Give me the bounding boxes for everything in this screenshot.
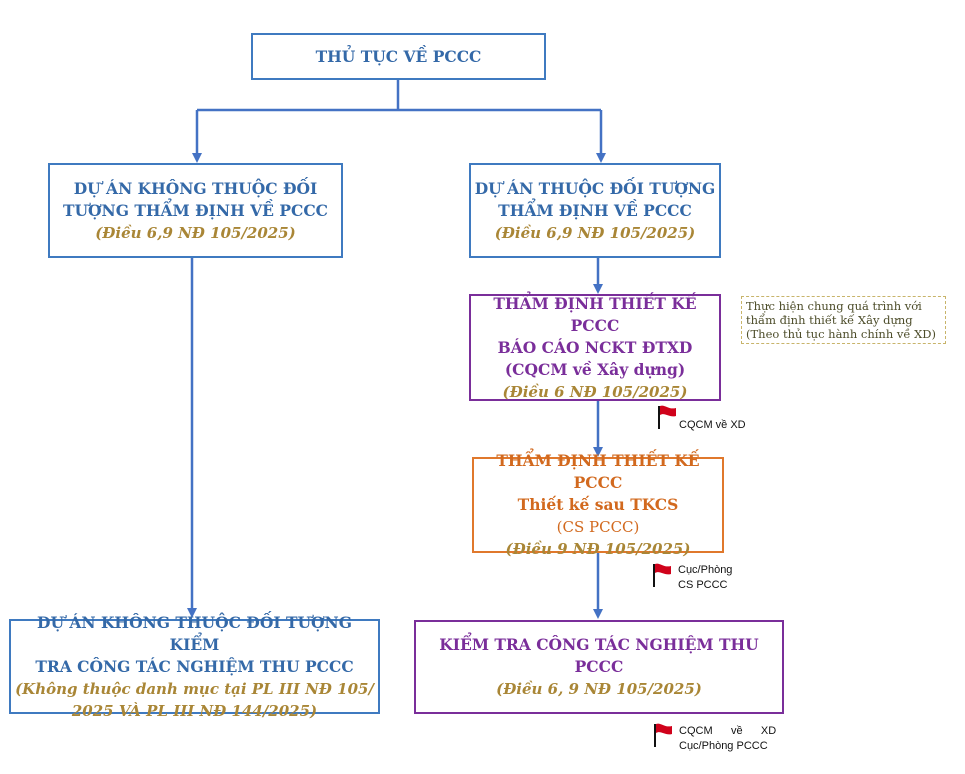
left-acceptance-line2: TRA CÔNG TÁC NGHIỆM THU PCCC bbox=[35, 656, 354, 676]
tag1-line1: CQCM về XD bbox=[679, 419, 746, 431]
acceptance-check-box: KIỂM TRA CÔNG TÁC NGHIỆM THU PCCC (Điều … bbox=[414, 620, 784, 714]
flag-icon bbox=[654, 723, 672, 747]
appraisal-design-ref: (Điều 9 NĐ 105/2025) bbox=[505, 540, 691, 558]
side-note-line2: thẩm định thiết kế Xây dựng bbox=[746, 313, 913, 327]
acceptance-check-ref: (Điều 6, 9 NĐ 105/2025) bbox=[496, 680, 702, 698]
side-note-line1: Thực hiện chung quá trình với bbox=[746, 299, 922, 313]
tag2-line2: CS PCCC bbox=[678, 579, 728, 591]
left-acceptance-line1: DỰ ÁN KHÔNG THUỘC ĐỐI TƯỢNG KIỂM bbox=[37, 612, 352, 654]
acceptance-check-line1: KIỂM TRA CÔNG TÁC NGHIỆM THU PCCC bbox=[439, 635, 759, 676]
appraisal-design-line1: THẨM ĐỊNH THIẾT KẾ PCCC bbox=[496, 451, 700, 492]
flag-icon bbox=[658, 405, 676, 429]
tag-responsible-3: CQCM về XD Cục/Phòng PCCC bbox=[679, 724, 776, 754]
appraisal-design-line2: Thiết kế sau TKCS bbox=[517, 495, 679, 514]
tag2-line1: Cục/Phòng bbox=[678, 564, 733, 576]
tag-responsible-2: Cục/Phòng CS PCCC bbox=[678, 563, 732, 593]
flag-icon bbox=[653, 563, 671, 587]
appraisal-feasibility-line3: (CQCM về Xây dựng) bbox=[504, 359, 686, 379]
root-title: THỦ TỤC VỀ PCCC bbox=[315, 46, 482, 66]
tag-responsible-1: CQCM về XD bbox=[679, 418, 746, 433]
appraisal-feasibility-box: THẨM ĐỊNH THIẾT KẾ PCCC BÁO CÁO NCKT ĐTX… bbox=[469, 294, 721, 401]
left-project-line1: DỰ ÁN KHÔNG THUỘC ĐỐI bbox=[73, 178, 318, 198]
tag3-line2: Cục/Phòng PCCC bbox=[679, 740, 768, 752]
left-project-line2: TƯỢNG THẨM ĐỊNH VỀ PCCC bbox=[62, 200, 329, 220]
left-project-box: DỰ ÁN KHÔNG THUỘC ĐỐI TƯỢNG THẨM ĐỊNH VỀ… bbox=[48, 163, 343, 258]
appraisal-feasibility-ref: (Điều 6 NĐ 105/2025) bbox=[502, 382, 688, 401]
left-acceptance-ref2: 2025 VÀ PL III NĐ 144/2025) bbox=[71, 701, 318, 720]
right-project-box: DỰ ÁN THUỘC ĐỐI TƯỢNG THẨM ĐỊNH VỀ PCCC … bbox=[469, 163, 721, 258]
tag3-line1: CQCM về XD bbox=[679, 725, 777, 737]
appraisal-feasibility-line2: BÁO CÁO NCKT ĐTXD bbox=[497, 337, 693, 357]
root-box: THỦ TỤC VỀ PCCC bbox=[251, 33, 546, 80]
right-project-line1: DỰ ÁN THUỘC ĐỐI TƯỢNG bbox=[474, 178, 716, 198]
appraisal-design-box: THẨM ĐỊNH THIẾT KẾ PCCC Thiết kế sau TKC… bbox=[472, 451, 724, 558]
left-acceptance-box: DỰ ÁN KHÔNG THUỘC ĐỐI TƯỢNG KIỂM TRA CÔN… bbox=[9, 613, 380, 720]
left-acceptance-ref1: (Không thuộc danh mục tại PL III NĐ 105/ bbox=[15, 679, 374, 698]
right-project-line2: THẨM ĐỊNH VỀ PCCC bbox=[498, 200, 692, 220]
right-project-ref: (Điều 6,9 NĐ 105/2025) bbox=[494, 223, 696, 242]
side-note-line3: (Theo thủ tục hành chính về XD) bbox=[746, 327, 937, 341]
left-project-ref: (Điều 6,9 NĐ 105/2025) bbox=[95, 223, 296, 242]
side-note: Thực hiện chung quá trình với thẩm định … bbox=[741, 296, 946, 344]
appraisal-design-line3: (CS PCCC) bbox=[556, 518, 640, 536]
appraisal-feasibility-line1: THẨM ĐỊNH THIẾT KẾ PCCC bbox=[493, 293, 697, 335]
